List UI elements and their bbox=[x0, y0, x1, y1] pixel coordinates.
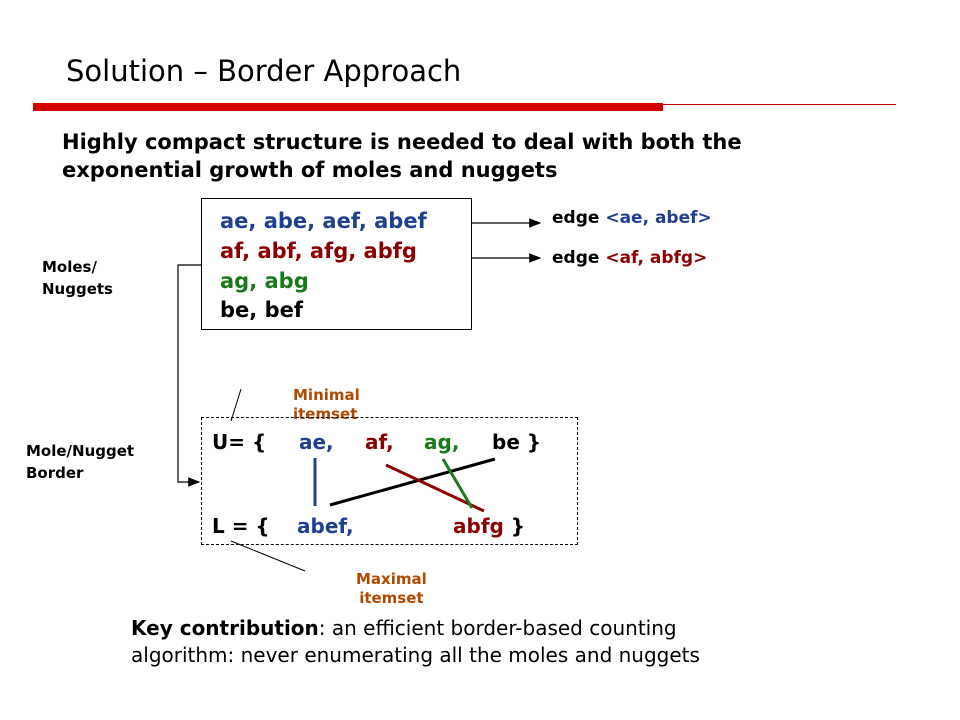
moles-nuggets-box: ae, abe, aef, abef af, abf, afg, abfg ag… bbox=[201, 198, 472, 330]
upper-prefix: U= { bbox=[212, 430, 267, 454]
border-box: U= { ae, af, ag, be } L = { abef, abfg } bbox=[201, 417, 578, 545]
key-bold: Key contribution bbox=[131, 616, 319, 640]
edge-2-prefix: edge bbox=[552, 248, 606, 268]
upper-item-ae: ae, bbox=[299, 430, 334, 454]
heading-text: Highly compact structure is needed to de… bbox=[62, 128, 742, 184]
heading-line-1: Highly compact structure is needed to de… bbox=[62, 130, 742, 154]
moles-label-line-1: Moles/ bbox=[42, 258, 97, 276]
key-contribution: Key contribution: an efficient border-ba… bbox=[131, 615, 700, 669]
moles-nuggets-label: Moles/ Nuggets bbox=[42, 256, 113, 300]
bracket-connector bbox=[177, 264, 201, 487]
minimal-pointer bbox=[230, 388, 242, 422]
border-label-line-1: Mole/Nugget bbox=[26, 442, 135, 460]
set-line-1: ae, abe, aef, abef bbox=[220, 209, 427, 233]
maximal-itemset-label: Maximal itemset bbox=[356, 570, 427, 608]
maximal-pointer bbox=[230, 540, 306, 572]
minimal-line-1: Minimal bbox=[293, 386, 360, 404]
upper-item-af: af, bbox=[365, 430, 394, 454]
lower-prefix: L = { bbox=[212, 514, 270, 538]
border-label-line-2: Border bbox=[26, 464, 84, 482]
edge-1-value: <ae, abef> bbox=[605, 208, 712, 228]
border-label: Mole/Nugget Border bbox=[26, 440, 134, 484]
moles-label-line-2: Nuggets bbox=[42, 280, 113, 298]
edge-label-1: edge <ae, abef> bbox=[552, 208, 712, 228]
edge-1-prefix: edge bbox=[552, 208, 606, 228]
key-line-1: Key contribution: an efficient border-ba… bbox=[131, 615, 700, 642]
maximal-line-1: Maximal bbox=[356, 570, 427, 588]
set-line-3: ag, abg bbox=[220, 269, 309, 293]
link-be-abef bbox=[329, 457, 496, 507]
upper-item-be: be } bbox=[492, 430, 542, 454]
slide-title: Solution – Border Approach bbox=[66, 54, 462, 88]
lower-item-abfg: abfg } bbox=[453, 514, 526, 538]
upper-item-ag: ag, bbox=[424, 430, 460, 454]
maximal-line-2: itemset bbox=[359, 589, 424, 607]
edge-label-2: edge <af, abfg> bbox=[552, 248, 707, 268]
lower-item-abef: abef, bbox=[297, 514, 354, 538]
key-line-2: algorithm: never enumerating all the mol… bbox=[131, 643, 700, 667]
set-line-4: be, bef bbox=[220, 298, 303, 322]
set-line-2: af, abf, afg, abfg bbox=[220, 239, 417, 263]
minimal-itemset-label: Minimal itemset bbox=[293, 386, 360, 424]
key-rest-1: : an efficient border-based counting bbox=[318, 616, 677, 640]
minimal-line-2: itemset bbox=[293, 405, 358, 423]
title-underline-red bbox=[33, 103, 663, 111]
link-ag-abfg bbox=[441, 458, 474, 509]
heading-line-2: exponential growth of moles and nuggets bbox=[62, 158, 558, 182]
edge-2-value: <af, abfg> bbox=[605, 248, 708, 268]
